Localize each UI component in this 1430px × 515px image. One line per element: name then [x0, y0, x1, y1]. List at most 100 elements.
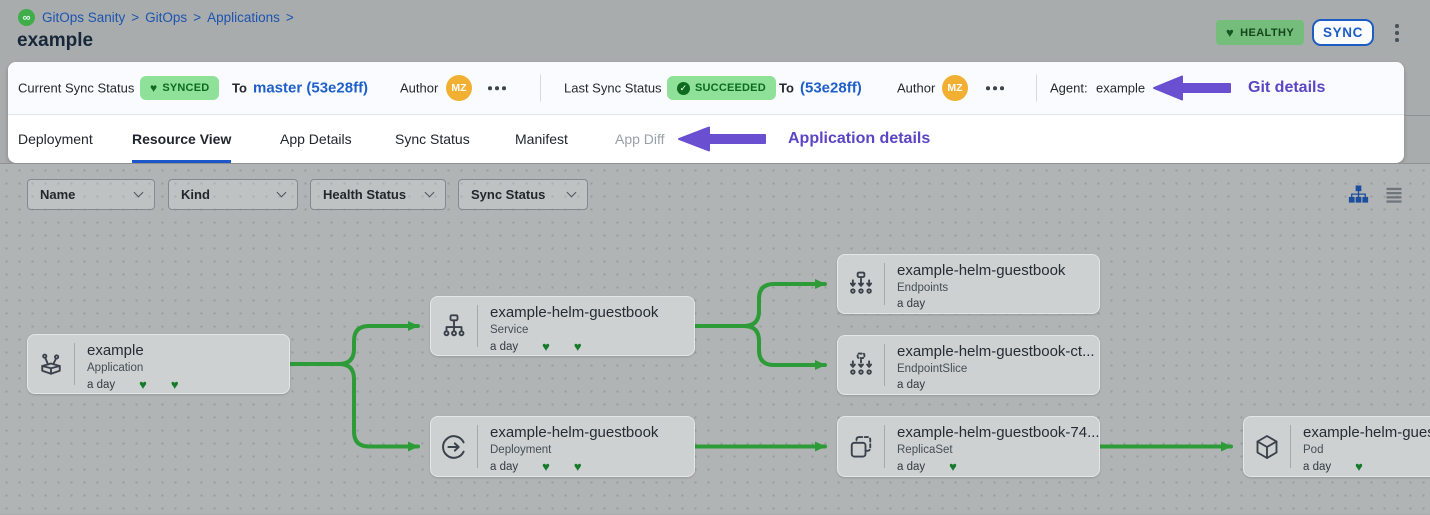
- breadcrumb-separator: >: [193, 10, 202, 25]
- resource-edge: [693, 324, 827, 370]
- breadcrumb: ∞ GitOps Sanity>GitOps>Applications>: [18, 9, 294, 26]
- endpointslice-icon: [838, 336, 884, 394]
- filter-label: Kind: [181, 187, 210, 202]
- ellipsis-icon[interactable]: [982, 82, 1008, 94]
- annotation-arrow-left-icon: [1153, 75, 1231, 101]
- last-sync-status-label: Last Sync Status: [564, 80, 662, 96]
- filter-name[interactable]: Name: [27, 179, 155, 210]
- avatar: MZ: [446, 75, 472, 101]
- resource-meta: a day ♥: [1303, 460, 1430, 473]
- chevron-down-icon: [276, 187, 287, 198]
- resource-meta: a day: [897, 298, 1065, 310]
- tab-deployment[interactable]: Deployment: [18, 130, 93, 147]
- kebab-menu-icon[interactable]: [1393, 22, 1401, 44]
- tab-sync-status[interactable]: Sync Status: [395, 130, 470, 147]
- ellipsis-icon[interactable]: [484, 82, 510, 94]
- resource-title: example-helm-guestbook: [490, 424, 659, 441]
- agent-label: Agent:: [1050, 80, 1088, 96]
- resource-title: example: [87, 342, 144, 359]
- heart-icon: ♥: [1355, 459, 1363, 474]
- agent-value: example: [1096, 80, 1146, 96]
- synced-badge: ♥ SYNCED: [140, 76, 220, 100]
- current-revision-link[interactable]: master (53e28ff): [253, 79, 369, 97]
- health-badge-label: HEALTHY: [1240, 26, 1295, 39]
- resource-age: a day: [87, 378, 116, 391]
- resource-node-endpointslice[interactable]: example-helm-guestbook-ct...EndpointSlic…: [837, 335, 1100, 395]
- pod-icon: [1244, 417, 1290, 476]
- author-label: Author: [897, 80, 936, 96]
- sync-button[interactable]: SYNC: [1312, 19, 1374, 46]
- filter-health-status[interactable]: Health Status: [310, 179, 446, 210]
- breadcrumb-separator: >: [131, 10, 140, 25]
- to-label: To: [232, 80, 247, 96]
- service-icon: [431, 297, 477, 355]
- breadcrumb-link[interactable]: GitOps: [145, 10, 188, 25]
- chevron-down-icon: [133, 187, 144, 198]
- heart-icon: ♥: [170, 377, 179, 392]
- resource-title: example-helm-guestbook: [897, 262, 1066, 279]
- health-status-badge: ♥ HEALTHY: [1216, 20, 1305, 45]
- breadcrumb-separator: >: [285, 10, 294, 25]
- tab-app-diff[interactable]: App Diff: [615, 130, 665, 147]
- resource-node-replicaset[interactable]: example-helm-guestbook-74... ReplicaSet a …: [837, 416, 1100, 477]
- last-revision-link[interactable]: (53e28ff): [800, 79, 862, 97]
- resource-kind: Pod: [1303, 444, 1324, 456]
- divider: [1290, 425, 1291, 468]
- current-sync-status-label: Current Sync Status: [18, 80, 135, 96]
- filter-label: Health Status: [323, 187, 407, 202]
- filter-label: Sync Status: [471, 187, 546, 202]
- resource-kind: Service: [490, 324, 529, 336]
- filter-sync-status[interactable]: Sync Status: [458, 179, 588, 210]
- app-header-panel: Current Sync Status ♥ SYNCED To master (…: [8, 62, 1404, 163]
- divider: [477, 425, 478, 468]
- resource-meta: a day ♥ ♥: [87, 378, 179, 391]
- resource-kind: ReplicaSet: [897, 444, 953, 456]
- resource-title: example-helm-guest: [1303, 424, 1430, 441]
- endpoints-icon: [838, 255, 884, 313]
- check-circle-icon: ✓: [677, 81, 690, 95]
- resource-meta: a day♥♥: [490, 460, 658, 473]
- resource-age: a day: [897, 460, 926, 473]
- to-label: To: [779, 80, 794, 96]
- heart-icon: ♥: [573, 339, 582, 354]
- resource-age: a day: [897, 298, 926, 310]
- divider: [884, 263, 885, 305]
- resource-edge: [288, 321, 420, 366]
- resource-meta: a day♥: [897, 460, 1095, 473]
- divider: [477, 305, 478, 347]
- heart-icon: ♥: [542, 459, 550, 474]
- list-view-icon[interactable]: [1384, 185, 1404, 210]
- resource-edge: [693, 279, 827, 328]
- tab-manifest[interactable]: Manifest: [515, 130, 568, 147]
- heart-icon: ♥: [150, 81, 158, 95]
- breadcrumb-link[interactable]: Applications: [207, 10, 280, 25]
- resource-kind: Endpoints: [897, 282, 949, 294]
- application-icon: [28, 335, 74, 393]
- resource-kind: Application: [87, 362, 144, 374]
- resource-age: a day: [1303, 460, 1332, 473]
- resource-title: example-helm-guestbook-74...: [897, 424, 1099, 441]
- tab-resource-view[interactable]: Resource View: [132, 115, 232, 163]
- resource-kind: Deployment: [490, 444, 552, 456]
- resource-age: a day: [490, 340, 519, 353]
- heart-icon: ♥: [139, 377, 147, 392]
- author-label: Author: [400, 80, 439, 96]
- tree-view-icon[interactable]: [1348, 185, 1369, 210]
- resource-meta: a day: [897, 379, 1095, 391]
- divider: [540, 74, 541, 102]
- breadcrumb-link[interactable]: GitOps Sanity: [42, 10, 126, 25]
- divider: [1404, 115, 1430, 116]
- deployment-icon: [431, 417, 477, 476]
- filter-kind[interactable]: Kind: [168, 179, 298, 210]
- tab-app-details[interactable]: App Details: [280, 130, 352, 147]
- breadcrumb-links: GitOps Sanity > GitOps > Applications >: [42, 10, 294, 25]
- chevron-down-icon: [566, 187, 577, 198]
- resource-meta: a day♥♥: [490, 340, 658, 353]
- resource-graph-canvas: Name Kind Health Status Sync Status example…: [0, 163, 1430, 514]
- resource-kind: EndpointSlice: [897, 363, 968, 375]
